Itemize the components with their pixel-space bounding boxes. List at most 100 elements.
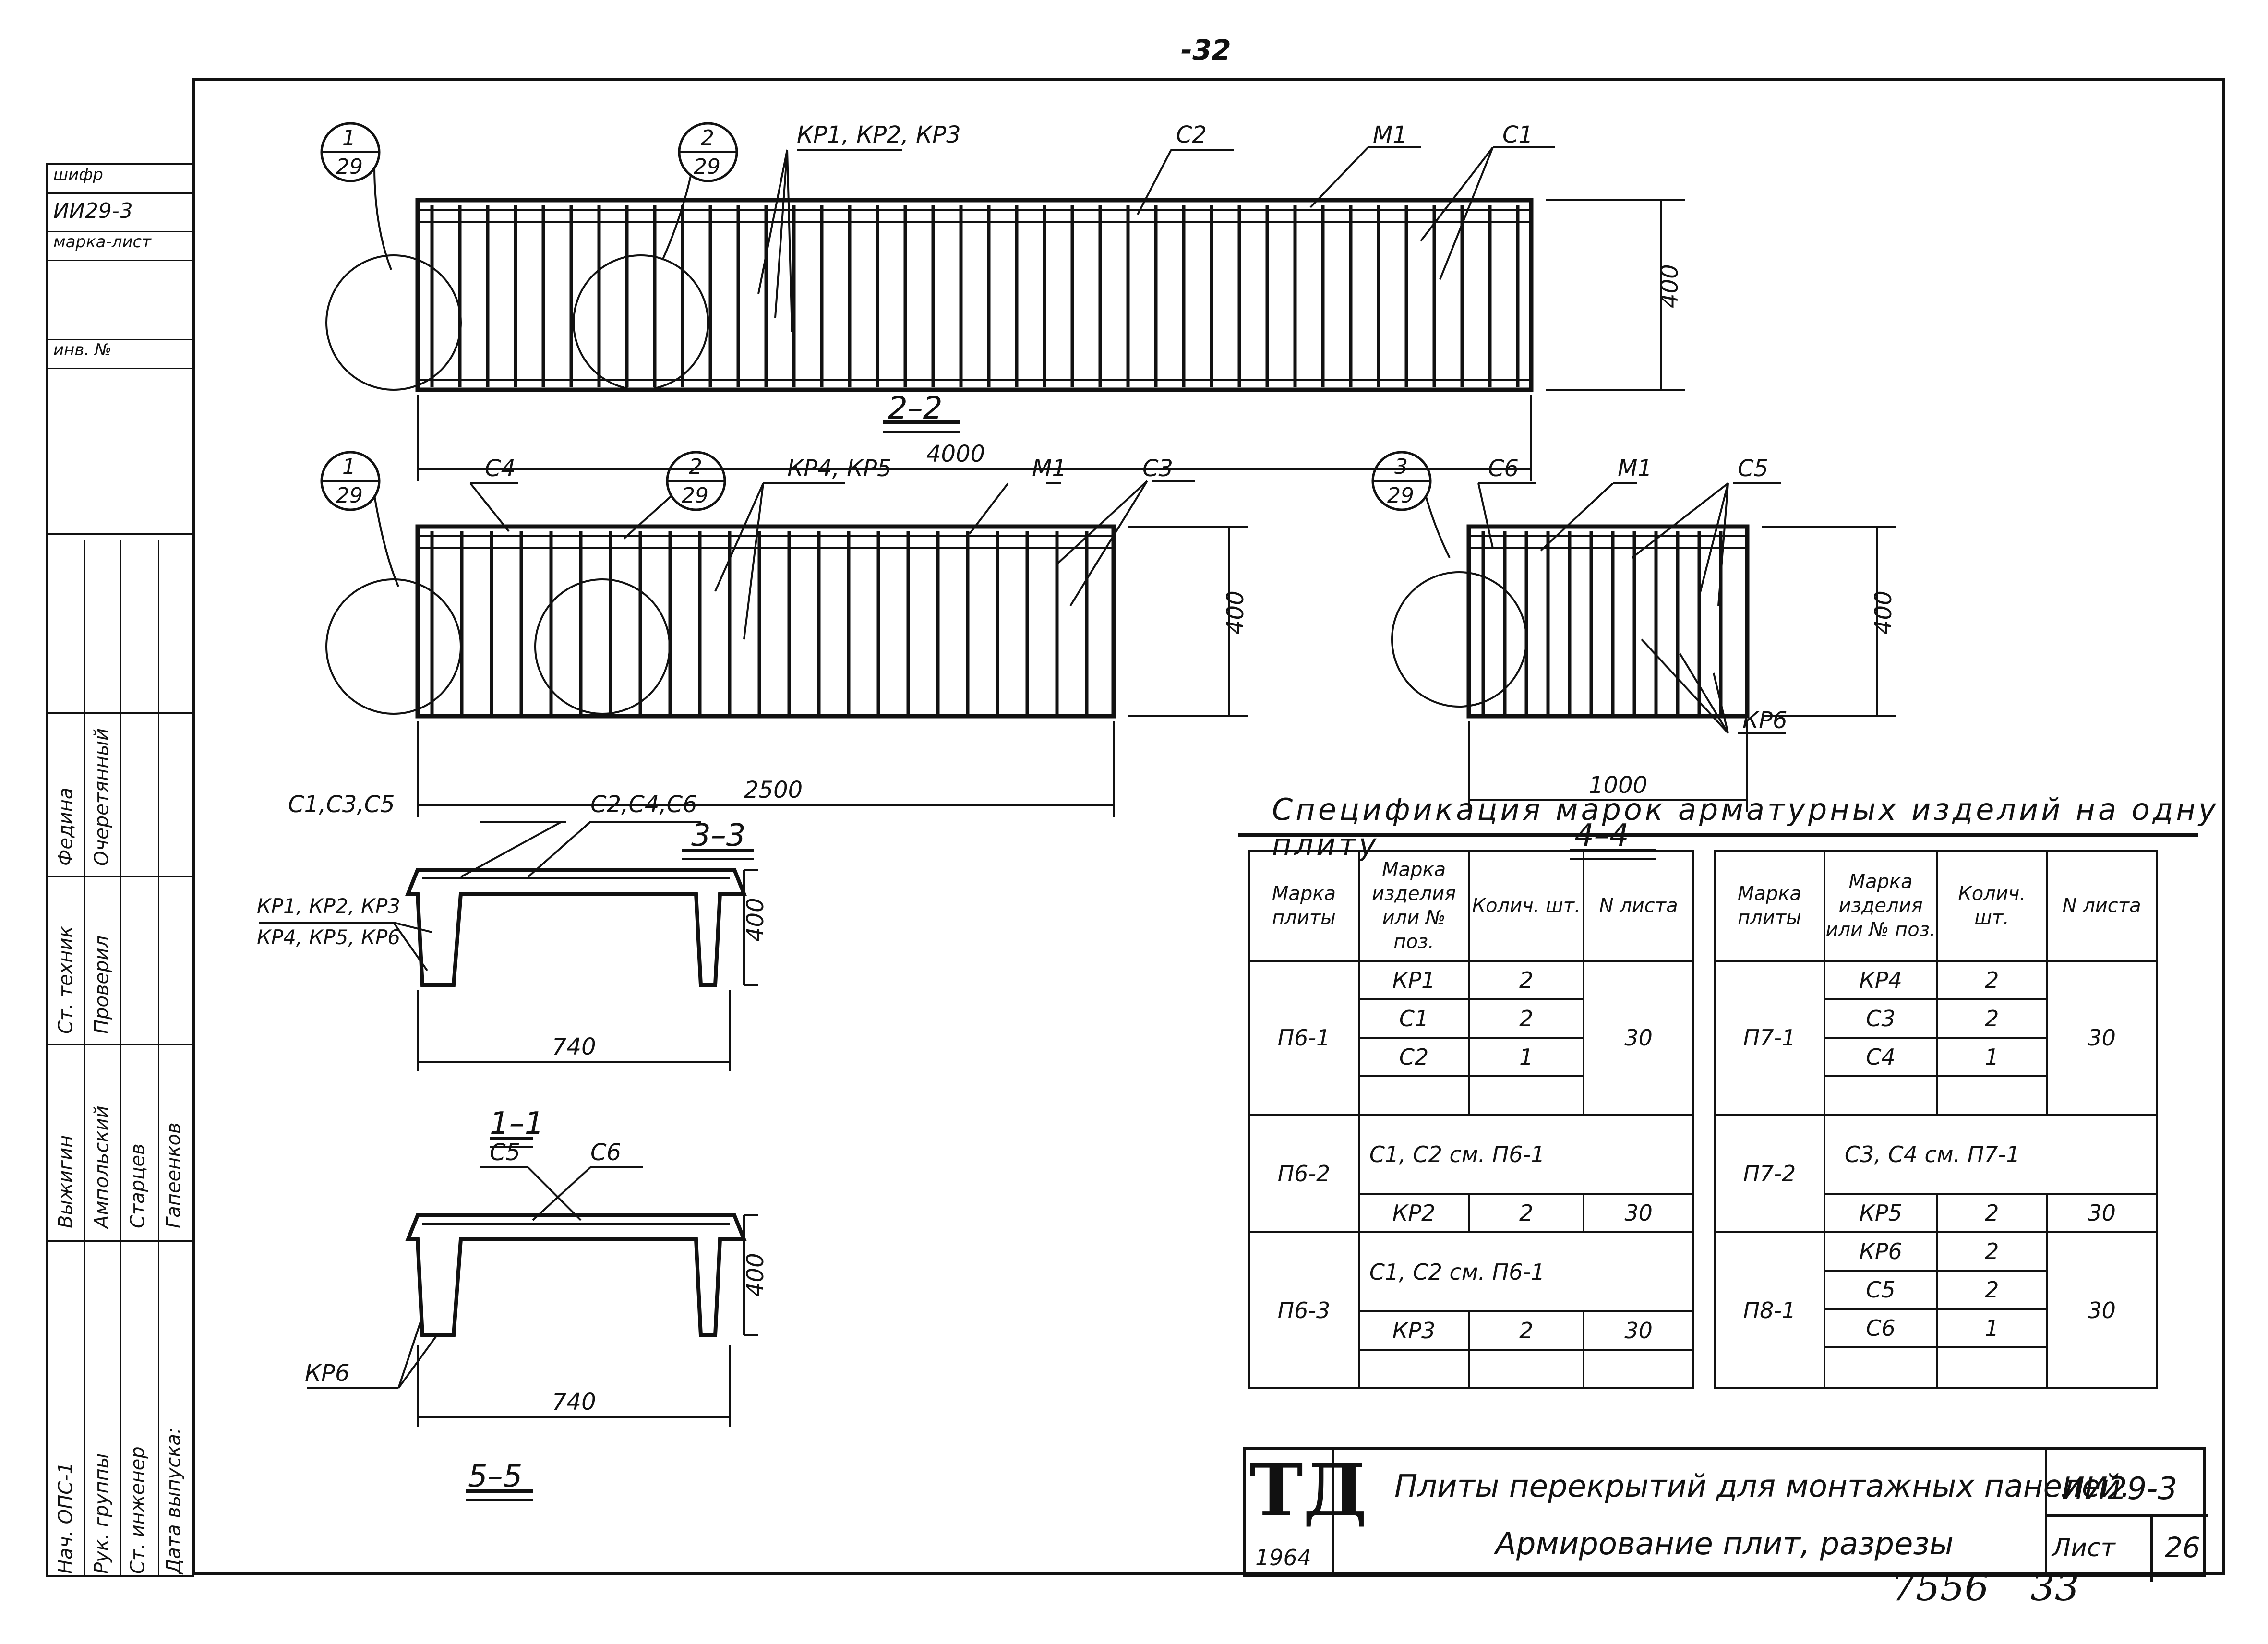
s44-height: 400 [1870, 590, 1897, 635]
s55-title: 5–5 [468, 1459, 522, 1494]
s33-callout2-num: 2 [689, 455, 702, 479]
spec-right-plate-p72: П7-2 [1714, 1114, 1825, 1233]
s33-label-kr: КР4, КР5 [787, 455, 892, 482]
spec-cell: КР1 [1357, 960, 1470, 1000]
spec-cell: 30 [2046, 1193, 2158, 1233]
spec-cell: КР6 [1823, 1231, 1938, 1272]
section-2-2-drawing [320, 122, 1685, 481]
s22-callout2-num: 2 [701, 126, 714, 150]
s33-height: 400 [1222, 590, 1249, 635]
spec-cell: С5 [1823, 1270, 1938, 1310]
spec-left-plate-p62: П6-2 [1248, 1114, 1360, 1233]
s55-label-c5: С5 [490, 1139, 520, 1166]
stamp-role-1: Нач. ОПС-1 [55, 1462, 77, 1574]
spec-left-plate-p63: П6-3 [1248, 1231, 1360, 1389]
marka-list-value [48, 261, 192, 340]
drawing-title-line1: Плиты перекрытий для монтажных панелей. [1394, 1469, 2131, 1504]
spec-cell: С6 [1823, 1308, 1938, 1348]
inv-label: инв. № [48, 340, 192, 369]
s55-label-kr6: КР6 [305, 1360, 350, 1387]
s33-callout1-den: 29 [336, 483, 363, 508]
marka-list-label: марка-лист [48, 232, 192, 261]
spec-left-sheet-p61: 30 [1583, 960, 1694, 1116]
spec-left-h-item: Марка изделия или № поз. [1357, 850, 1470, 962]
drawing-title-line2: Армирование плит, разрезы [1495, 1526, 1954, 1562]
shifr-label: шифр [48, 165, 192, 194]
sheet-label: Лист [2052, 1534, 2115, 1562]
handwritten-number-left: 7556 [1891, 1565, 1989, 1609]
s11-label-kr-a: КР1, КР2, КР3 [257, 894, 400, 918]
page-number: -32 [1181, 34, 1231, 66]
s55-width: 740 [552, 1389, 596, 1416]
s11-title: 1–1 [490, 1106, 544, 1141]
logo-text: ТД [1249, 1448, 1367, 1533]
s33-label-c4: С4 [485, 455, 516, 482]
spec-cell [1823, 1075, 1938, 1116]
section-5-5-drawing [307, 1166, 758, 1501]
s22-callout1-den: 29 [336, 155, 363, 179]
section-3-3-drawing [320, 451, 1248, 860]
s44-callout-num: 3 [1394, 455, 1408, 479]
s22-label-c2: С2 [1176, 121, 1207, 148]
inv-value [48, 369, 192, 535]
spec-right-plate-p81: П8-1 [1714, 1231, 1825, 1389]
spec-cell: 2 [1936, 1231, 2048, 1272]
spec-cell: 1 [1936, 1037, 2048, 1077]
s33-callout2-den: 29 [682, 483, 708, 508]
spec-note: С1, С2 см. П6-1 [1357, 1114, 1695, 1195]
spec-cell: 1 [1468, 1037, 1585, 1077]
spec-cell [1357, 1075, 1470, 1116]
sheet-number: 26 [2165, 1531, 2200, 1564]
s11-label-kr-b: КР4, КР5, КР6 [257, 925, 400, 949]
s11-height: 400 [742, 898, 769, 942]
spec-cell [1936, 1346, 2048, 1389]
s44-label-c5: С5 [1738, 455, 1768, 482]
s44-label-c6: С6 [1488, 455, 1519, 482]
s44-length: 1000 [1589, 772, 1647, 799]
side-stamp: шифр ИИ29-3 марка-лист инв. № Нач. ОПС-1… [46, 163, 194, 1577]
spec-right-plate-p71: П7-1 [1714, 960, 1825, 1116]
s22-height: 400 [1656, 264, 1683, 308]
spec-right-sheet-p71: 30 [2046, 960, 2158, 1116]
s22-label-kr: КР1, КР2, КР3 [797, 121, 961, 148]
spec-right-h-qty: Колич. шт. [1936, 850, 2048, 962]
s44-label-m1: М1 [1618, 455, 1652, 482]
s33-length: 2500 [744, 777, 803, 804]
spec-cell [1583, 1349, 1694, 1389]
stamp-name-2: Ампольский [91, 1105, 113, 1228]
s22-label-m1: М1 [1373, 121, 1407, 148]
s22-callout2-den: 29 [694, 155, 720, 179]
s44-callout-den: 29 [1387, 483, 1414, 508]
spec-right-sheet-p81: 30 [2046, 1231, 2158, 1389]
spec-right-h-plate: Марка плиты [1714, 850, 1825, 962]
spec-cell: 30 [1583, 1310, 1694, 1351]
stamp-fedina: Федина [55, 787, 77, 866]
spec-title-underline [1238, 833, 2198, 837]
s55-height: 400 [742, 1253, 769, 1297]
section-1-1-drawing [259, 821, 758, 1148]
spec-cell: 2 [1468, 1310, 1585, 1351]
document-code: ИИ29-3 [2062, 1471, 2177, 1507]
s33-callout1-num: 1 [342, 455, 356, 479]
s33-label-m1: М1 [1032, 455, 1067, 482]
spec-cell: 2 [1936, 998, 2048, 1039]
stamp-st-tehnik: Ст. техник [55, 926, 77, 1034]
spec-cell [1468, 1075, 1585, 1116]
spec-left-h-plate: Марка плиты [1248, 850, 1360, 962]
s11-label-c-even: С2,С4,С6 [590, 791, 697, 818]
spec-left-plate-p61: П6-1 [1248, 960, 1360, 1116]
spec-cell: С1 [1357, 998, 1470, 1039]
spec-cell: КР5 [1823, 1193, 1938, 1233]
stamp-proveril: Проверил [91, 935, 113, 1034]
s44-label-kr6: КР6 [1742, 707, 1788, 734]
s22-label-c1: С1 [1502, 121, 1533, 148]
logo-year: 1964 [1255, 1545, 1312, 1571]
stamp-name-3: Старцев [127, 1143, 149, 1228]
stamp-name-4: Гапеенков [163, 1122, 185, 1228]
spec-cell [1936, 1075, 2048, 1116]
spec-cell: 2 [1468, 998, 1585, 1039]
spec-cell: С4 [1823, 1037, 1938, 1077]
s33-label-c3: С3 [1142, 455, 1173, 482]
shifr-value: ИИ29-3 [48, 194, 192, 232]
s22-callout1-num: 1 [342, 126, 356, 150]
